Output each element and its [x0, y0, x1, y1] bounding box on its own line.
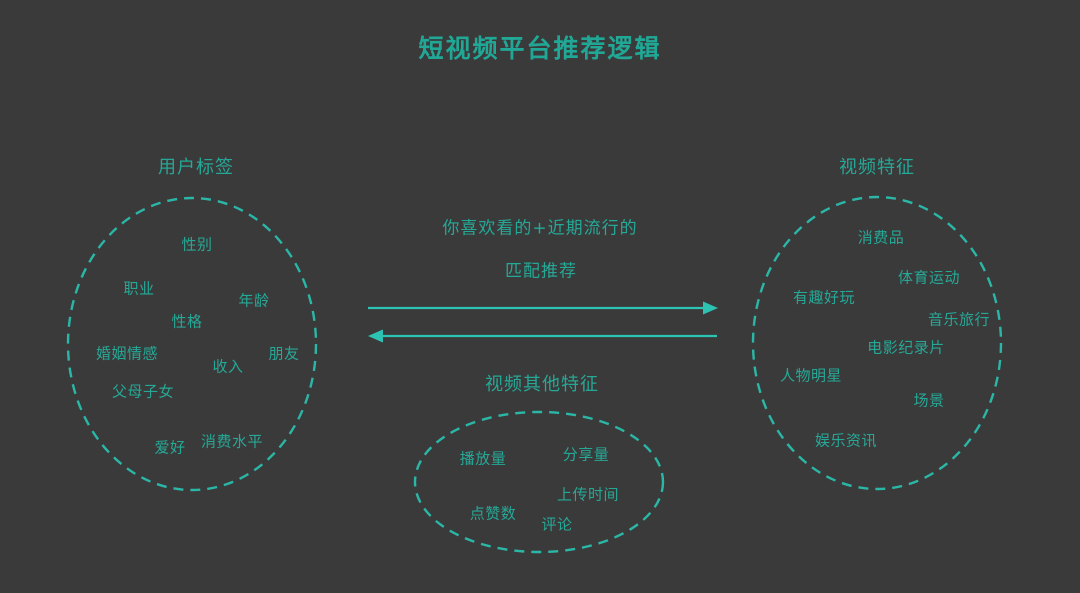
user-tag: 父母子女 — [111, 382, 175, 401]
center-text-line1: 你喜欢看的+近期流行的 — [442, 218, 638, 239]
right-arrowhead-icon — [703, 301, 718, 315]
right-arrow — [368, 301, 718, 315]
user-tag: 朋友 — [268, 344, 300, 363]
user-tag: 爱好 — [154, 438, 186, 457]
user-tag: 婚姻情感 — [95, 344, 159, 363]
video-feature-tag: 场景 — [913, 391, 945, 410]
video-other-features-ellipse — [413, 410, 665, 554]
video-other-tag: 评论 — [541, 515, 573, 534]
user-tag: 性格 — [171, 312, 203, 331]
video-feature-tag: 有趣好玩 — [792, 288, 856, 307]
left-arrow — [368, 329, 717, 343]
user-tags-ellipse — [66, 196, 318, 492]
video-feature-tag: 电影纪录片 — [867, 338, 945, 357]
video-other-features-label: 视频其他特征 — [485, 374, 599, 395]
user-tags-label: 用户标签 — [158, 157, 234, 178]
user-tag: 年龄 — [238, 291, 270, 310]
user-tag: 消费水平 — [200, 432, 264, 451]
user-tag: 收入 — [212, 357, 244, 376]
video-other-tag: 分享量 — [562, 445, 610, 464]
video-feature-tag: 体育运动 — [897, 268, 961, 287]
video-other-tag: 点赞数 — [469, 504, 517, 523]
video-feature-tag: 人物明星 — [779, 366, 843, 385]
left-arrowhead-icon — [368, 329, 383, 343]
video-feature-tag: 消费品 — [857, 228, 905, 247]
video-other-tag: 播放量 — [459, 449, 507, 468]
video-features-label: 视频特征 — [839, 157, 915, 178]
user-tag: 职业 — [123, 279, 155, 298]
page-title: 短视频平台推荐逻辑 — [418, 34, 662, 63]
video-features-ellipse — [751, 195, 1003, 491]
video-feature-tag: 娱乐资讯 — [814, 431, 878, 450]
center-text-line2: 匹配推荐 — [505, 261, 577, 282]
video-feature-tag: 音乐旅行 — [927, 310, 991, 329]
video-other-tag: 上传时间 — [556, 485, 620, 504]
user-tag: 性别 — [181, 235, 213, 254]
